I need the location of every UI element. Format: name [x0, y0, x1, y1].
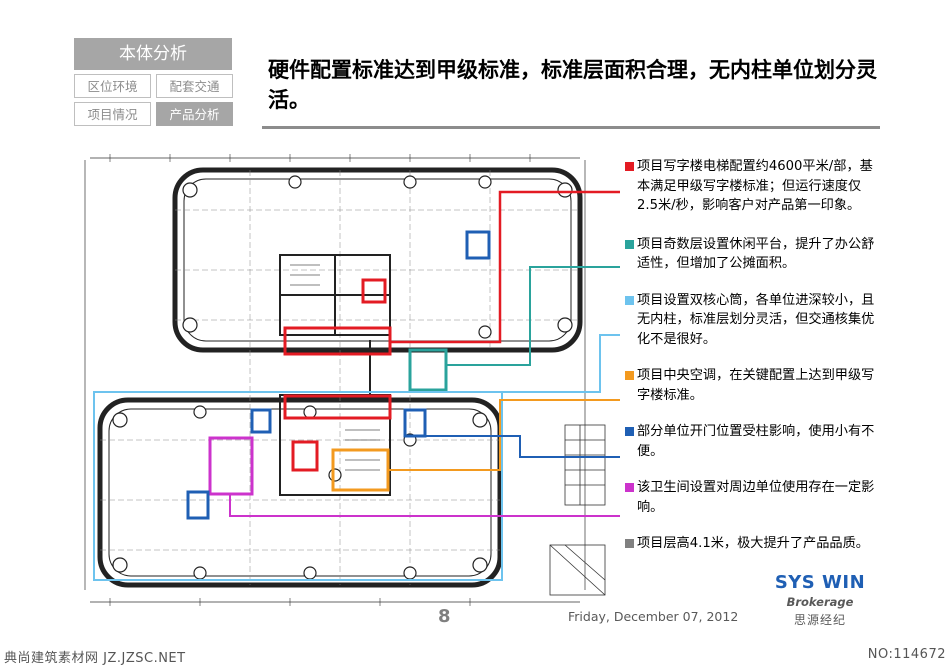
note-core: 项目设置双核心筒，各单位进深较小，且无内柱，标准层划分灵活，但交通核集优化不是很…: [625, 291, 880, 350]
note-elevator: 项目写字楼电梯配置约4600平米/部，基本满足甲级写字楼标准；但运行速度仅2.5…: [625, 157, 880, 216]
note-text: 部分单位开门位置受柱影响，使用小有不便。: [637, 424, 875, 459]
gray-marker-icon: [625, 539, 634, 548]
page-title: 硬件配置标准达到甲级标准，标准层面积合理，无内柱单位划分灵活。: [268, 58, 877, 112]
note-platform: 项目奇数层设置休闲平台，提升了办公舒适性，但增加了公摊面积。: [625, 235, 880, 274]
logo-brand: SYS WIN: [774, 572, 866, 593]
note-text: 项目层高4.1米，极大提升了产品品质。: [637, 536, 869, 551]
date-label: Friday, December 07, 2012: [568, 609, 739, 624]
logo-cn: 思源经纪: [793, 613, 846, 627]
notes-list: 项目写字楼电梯配置约4600平米/部，基本满足甲级写字楼标准；但运行速度仅2.5…: [625, 157, 880, 554]
note-text: 项目写字楼电梯配置约4600平米/部，基本满足甲级写字楼标准；但运行速度仅2.5…: [637, 159, 873, 213]
floor-plan: [84, 154, 620, 606]
section-header: 本体分析: [74, 38, 232, 70]
tab-transport[interactable]: 配套交通: [156, 74, 233, 98]
footer-source: 典尚建筑素材网 JZ.JZSC.NET: [4, 651, 186, 666]
note-text: 项目设置双核心筒，各单位进深较小，且无内柱，标准层划分灵活，但交通核集优化不是很…: [637, 292, 875, 347]
logo-sub: Brokerage: [786, 595, 854, 609]
orange-marker-icon: [625, 371, 634, 380]
footer: 典尚建筑素材网 JZ.JZSC.NET NO:114672: [0, 643, 950, 671]
page-number: 8: [438, 606, 451, 627]
note-restroom: 该卫生间设置对周边单位使用存在一定影响。: [625, 478, 880, 517]
footer-id: NO:114672: [867, 647, 946, 662]
note-ac: 项目中央空调，在关键配置上达到甲级写字楼标准。: [625, 366, 880, 405]
note-height: 项目层高4.1米，极大提升了产品品质。: [625, 534, 880, 554]
blue-marker-icon: [625, 427, 634, 436]
note-text: 项目奇数层设置休闲平台，提升了办公舒适性，但增加了公摊面积。: [637, 236, 875, 272]
note-text: 项目中央空调，在关键配置上达到甲级写字楼标准。: [637, 368, 875, 403]
lightblue-marker-icon: [625, 295, 634, 305]
tab-product-analysis[interactable]: 产品分析: [156, 102, 233, 126]
tab-project-info[interactable]: 项目情况: [74, 102, 151, 126]
logo: SYS WIN Brokerage 思源经纪: [760, 572, 880, 634]
tab-location[interactable]: 区位环境: [74, 74, 151, 98]
red-marker-icon: [625, 162, 634, 171]
title-divider: [262, 126, 880, 129]
magenta-marker-icon: [625, 483, 634, 492]
note-door: 部分单位开门位置受柱影响，使用小有不便。: [625, 422, 880, 461]
teal-marker-icon: [625, 239, 634, 249]
note-text: 该卫生间设置对周边单位使用存在一定影响。: [637, 480, 875, 515]
